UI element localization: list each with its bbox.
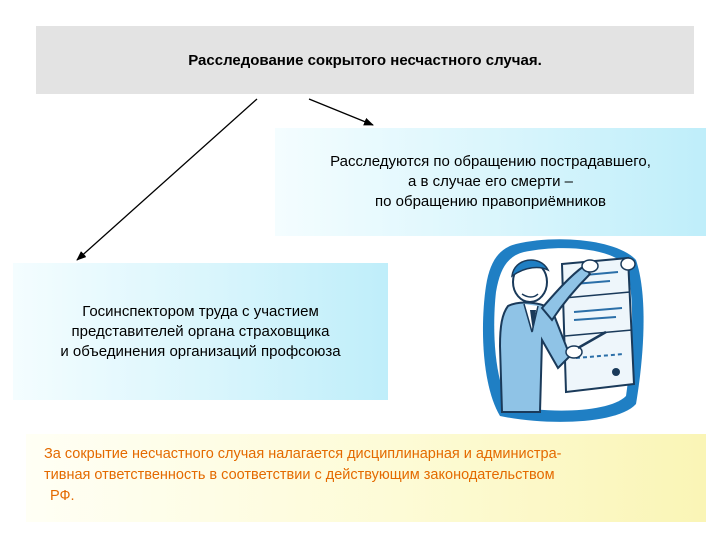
title-box: Расследование сокрытого несчастного случ…	[36, 26, 694, 94]
left-box-line-2: представителей органа страховщика	[71, 322, 330, 340]
arrow-to-left-box	[76, 98, 258, 261]
right-box-line-2: а в случае его смерти –	[408, 173, 573, 190]
note-line-3: РФ.	[50, 488, 75, 504]
note-line-2: тивная ответственность в соответствии с …	[44, 467, 555, 483]
left-box: Госинспектором труда с участием представ…	[13, 263, 388, 400]
right-box-line-3: по обращению правоприёмников	[375, 193, 606, 210]
note-box: За сокрытие несчастного случая налагаетс…	[26, 434, 706, 522]
left-box-line-3: и объединения организаций профсоюза	[60, 342, 341, 360]
note-line-1: За сокрытие несчастного случая налагаетс…	[44, 446, 562, 462]
right-box-line-1: Расследуются по обращению пострадавшего,	[330, 153, 651, 170]
arrow-to-right-box	[308, 98, 374, 126]
right-box: Расследуются по обращению пострадавшего,…	[275, 128, 706, 236]
diagram-title: Расследование сокрытого несчастного случ…	[188, 51, 542, 69]
left-box-line-1: Госинспектором труда с участием	[82, 302, 319, 320]
man-holding-document-illustration	[482, 239, 644, 422]
